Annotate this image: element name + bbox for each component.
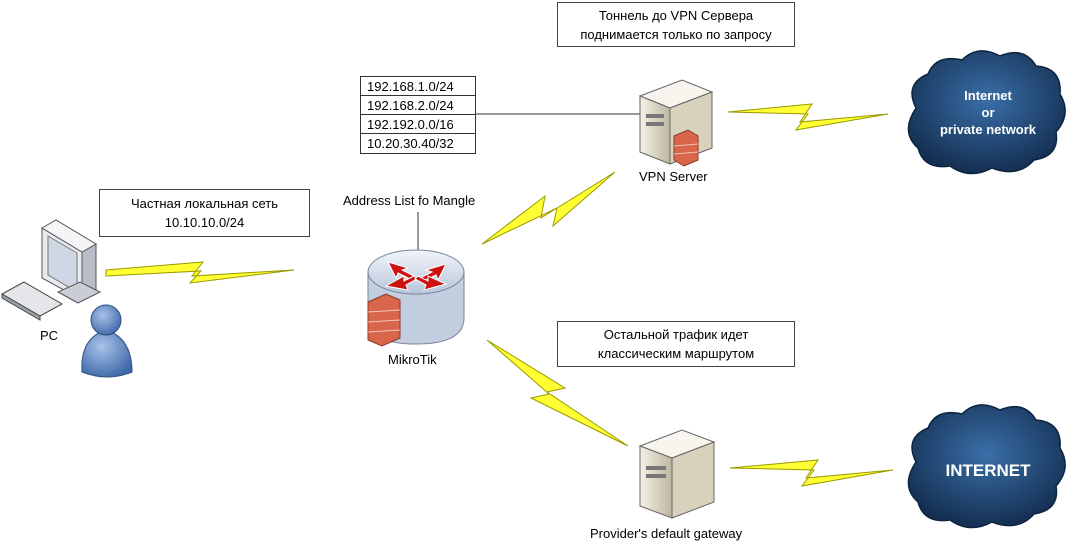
- vpn-tunnel-note-line1: Тоннель до VPN Сервера: [598, 8, 754, 23]
- pc-icon: [0, 219, 102, 321]
- lightning-router-gateway: [486, 339, 629, 447]
- vpn-server-icon: [638, 79, 714, 167]
- lightning-pc-router: [105, 261, 295, 284]
- address-list-entry: 192.168.1.0/24: [361, 77, 475, 96]
- vpn-tunnel-note: Тоннель до VPN Сервера поднимается тольк…: [557, 2, 795, 47]
- private-network-cloud-label: Internet or private network: [920, 87, 1056, 138]
- vpn-server-label: VPN Server: [639, 169, 708, 184]
- router-icon: [367, 249, 465, 347]
- router-label: MikroTik: [388, 352, 437, 367]
- user-icon: [81, 304, 133, 378]
- gateway-label: Provider's default gateway: [590, 526, 743, 541]
- lightning-vpn-cloud: [727, 103, 889, 131]
- address-list-entry: 10.20.30.40/32: [367, 136, 454, 151]
- lightning-router-vpn: [481, 171, 616, 245]
- other-traffic-note-line2: классическим маршрутом: [597, 346, 755, 361]
- other-traffic-note-line1: Остальной трафик идет: [603, 327, 749, 342]
- internet-cloud-icon: [907, 404, 1066, 529]
- vpn-tunnel-note-line2: поднимается только по запросу: [580, 27, 772, 42]
- internet-cloud-label: INTERNET: [945, 461, 1031, 480]
- private-cloud-line1: Internet: [964, 88, 1012, 103]
- lightning-gateway-cloud: [729, 459, 894, 487]
- private-cloud-line2: or: [981, 105, 995, 120]
- address-list-entry: 192.168.2.0/24: [361, 96, 475, 115]
- local-network-note-line1: Частная локальная сеть: [130, 196, 279, 211]
- private-cloud-line3: private network: [939, 122, 1037, 137]
- address-list-table: 192.168.1.0/24 192.168.2.0/24 192.192.0.…: [360, 76, 476, 154]
- other-traffic-note: Остальной трафик идет классическим маршр…: [557, 321, 795, 367]
- local-network-note: Частная локальная сеть 10.10.10.0/24: [99, 189, 310, 237]
- pc-label: PC: [40, 328, 59, 343]
- private-network-cloud-icon: [907, 50, 1066, 175]
- gateway-server-icon: [638, 429, 716, 519]
- local-network-note-line2: 10.10.10.0/24: [164, 215, 245, 230]
- address-list-entry: 192.192.0.0/16: [361, 115, 475, 134]
- address-list-caption: Address List fo Mangle: [343, 193, 476, 208]
- firewall-icon: [367, 293, 401, 347]
